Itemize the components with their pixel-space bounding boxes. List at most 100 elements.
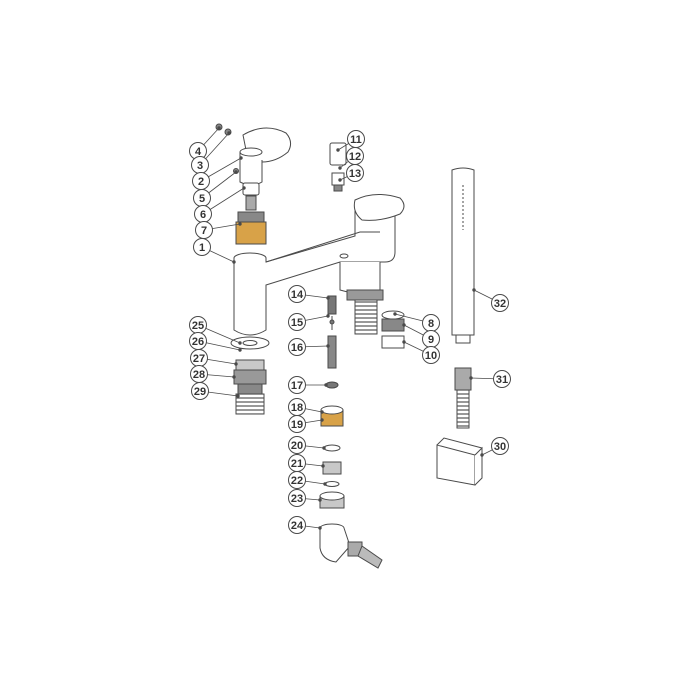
callout-number: 1 — [199, 242, 205, 254]
callout-28: 28 — [190, 365, 208, 383]
leader-dot-28 — [232, 375, 236, 379]
left-lever-handle — [239, 127, 292, 186]
leader-dot-12 — [338, 166, 342, 170]
callout-number: 16 — [291, 342, 303, 354]
callout-number: 11 — [350, 134, 362, 146]
leader-dot-24 — [318, 526, 322, 530]
callout-8: 8 — [422, 314, 440, 332]
leader-dot-4 — [217, 126, 221, 130]
callout-circle — [191, 382, 209, 400]
leader-dot-22 — [323, 482, 327, 486]
leader-dot-29 — [236, 394, 240, 398]
callout-15: 15 — [288, 313, 306, 331]
diverter-stack — [325, 295, 339, 389]
callout-number: 20 — [291, 440, 303, 452]
callout-labels: 4325671111213141516171819202122232425262… — [189, 130, 511, 534]
callout-circle — [288, 516, 306, 534]
callout-13: 13 — [346, 164, 364, 182]
callout-19: 19 — [288, 415, 306, 433]
leader-dot-3 — [227, 131, 231, 135]
callout-number: 13 — [349, 168, 361, 180]
callout-number: 10 — [425, 350, 437, 362]
callout-number: 18 — [291, 402, 303, 414]
leader-dot-21 — [321, 464, 325, 468]
callout-5: 5 — [193, 189, 211, 207]
callout-circle — [422, 346, 440, 364]
leader-dot-23 — [318, 498, 322, 502]
leader-dot-1 — [232, 260, 236, 264]
callout-number: 8 — [428, 318, 434, 330]
callout-circle — [491, 294, 509, 312]
callout-27: 27 — [190, 349, 208, 367]
part-drawings — [215, 123, 483, 569]
callout-30: 30 — [491, 437, 509, 455]
leader-dot-17 — [324, 383, 328, 387]
callout-11: 11 — [347, 130, 365, 148]
callout-10: 10 — [422, 346, 440, 364]
callout-16: 16 — [288, 338, 306, 356]
leader-dot-10 — [402, 340, 406, 344]
callout-number: 32 — [494, 298, 506, 310]
leader-dot-7 — [238, 222, 242, 226]
callout-9: 9 — [422, 330, 440, 348]
leader-dot-26 — [238, 348, 242, 352]
callout-31: 31 — [493, 370, 511, 388]
callout-circle — [193, 238, 211, 256]
leader-dot-25 — [238, 341, 242, 345]
leader-dot-11 — [336, 148, 340, 152]
leader-dot-2 — [239, 156, 243, 160]
callout-circle — [288, 436, 306, 454]
callout-6: 6 — [194, 205, 212, 223]
callout-number: 26 — [192, 336, 204, 348]
connector-parts — [319, 405, 345, 509]
leader-dot-30 — [480, 453, 484, 457]
callout-21: 21 — [288, 454, 306, 472]
callout-number: 17 — [291, 380, 303, 392]
callout-20: 20 — [288, 436, 306, 454]
callout-circle — [491, 437, 509, 455]
callout-number: 4 — [195, 146, 202, 158]
left-cartridge — [235, 182, 267, 245]
callout-14: 14 — [288, 285, 306, 303]
callout-number: 30 — [494, 441, 506, 453]
callout-number: 27 — [193, 353, 205, 365]
wall-bracket — [436, 437, 483, 486]
callout-number: 25 — [192, 320, 204, 332]
spout-outlet — [346, 289, 405, 349]
callout-number: 15 — [291, 317, 303, 329]
hose-connector — [454, 367, 472, 429]
callout-circle — [346, 164, 364, 182]
leader-dot-32 — [472, 288, 476, 292]
leader-dot-16 — [326, 344, 330, 348]
callout-1: 1 — [193, 238, 211, 256]
callout-number: 24 — [291, 520, 304, 532]
callout-circle — [288, 313, 306, 331]
callout-number: 21 — [291, 458, 303, 470]
callout-25: 25 — [189, 316, 207, 334]
callout-circle — [288, 338, 306, 356]
leader-dot-5 — [234, 170, 238, 174]
callout-number: 9 — [428, 334, 434, 346]
callout-number: 3 — [197, 160, 203, 172]
callout-24: 24 — [288, 516, 306, 534]
callout-circle — [288, 285, 306, 303]
callout-circle — [493, 370, 511, 388]
callout-circle — [288, 489, 306, 507]
right-small-parts — [329, 142, 347, 192]
callout-number: 19 — [291, 419, 303, 431]
callout-number: 14 — [291, 289, 304, 301]
callout-number: 6 — [200, 209, 206, 221]
leader-dot-13 — [338, 178, 342, 182]
leader-dot-19 — [320, 418, 324, 422]
left-valve-parts — [230, 336, 270, 415]
callout-7: 7 — [195, 221, 213, 239]
callout-23: 23 — [288, 489, 306, 507]
leader-dot-14 — [326, 296, 330, 300]
leader-dot-31 — [469, 376, 473, 380]
callout-number: 7 — [201, 225, 207, 237]
callout-number: 2 — [198, 176, 204, 188]
callout-2: 2 — [192, 172, 210, 190]
leader-dot-27 — [234, 362, 238, 366]
faucet-body — [233, 209, 396, 336]
